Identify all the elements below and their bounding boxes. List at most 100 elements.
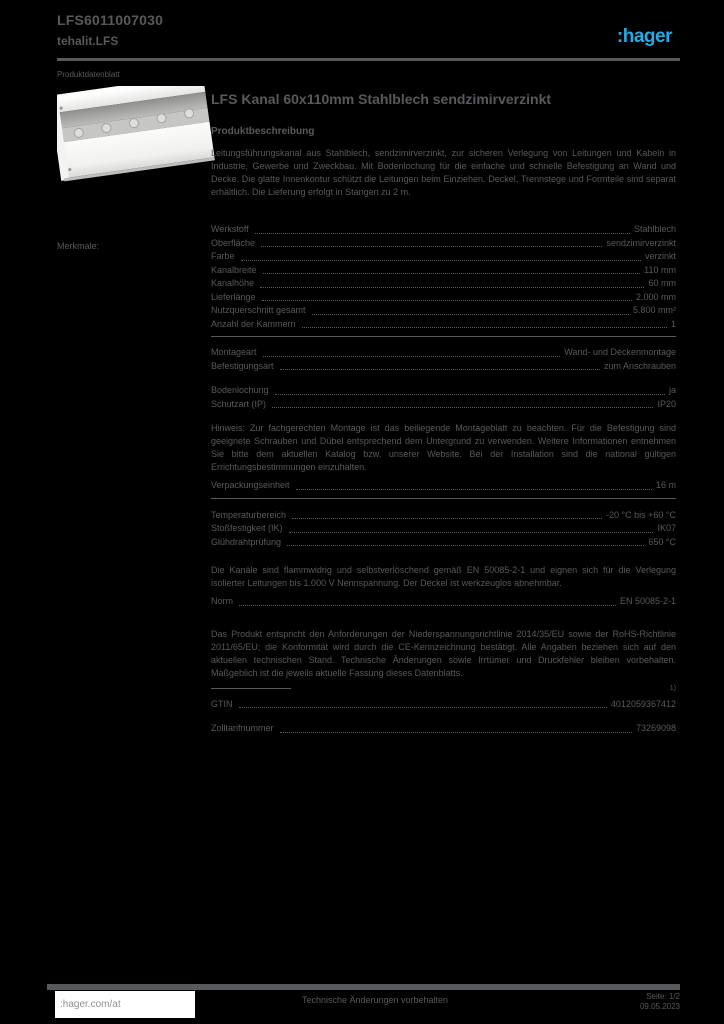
spec-row: Oberfläche sendzimirverzinkt xyxy=(211,237,676,251)
spec-note: Die Kanäle sind flammwidrig und selbstve… xyxy=(211,565,676,588)
spec-label: Bodenlochung xyxy=(211,385,269,395)
footer-page-info: Seite: 1/2 09.05.2023 xyxy=(640,992,680,1012)
spacer xyxy=(211,711,676,722)
spec-row: Schutzart (IP) IP20 xyxy=(211,398,676,412)
spec-row: Bodenlochung ja xyxy=(211,384,676,398)
spec-value: zum Anschrauben xyxy=(603,360,676,371)
footer-disclaimer: Technische Änderungen vorbehalten xyxy=(301,995,449,1005)
trunking-body xyxy=(57,86,215,182)
spec-value: 2.000 mm xyxy=(635,291,676,302)
short-separator xyxy=(211,687,291,689)
dotted-leader xyxy=(301,326,667,328)
dotted-leader xyxy=(295,488,652,490)
spec-value: IP20 xyxy=(657,398,676,409)
spec-value: 5.800 mm² xyxy=(632,305,676,315)
spec-label: GTIN xyxy=(211,698,233,709)
dotted-leader xyxy=(261,299,632,301)
hager-logo: :hager xyxy=(616,26,673,47)
spacer xyxy=(211,373,676,384)
dotted-leader xyxy=(287,544,645,546)
spec-value: sendzimirverzinkt xyxy=(606,237,676,248)
spec-value: 60 mm xyxy=(648,278,676,288)
dotted-leader xyxy=(279,731,632,733)
spec-value: IK07 xyxy=(657,523,676,533)
spec-label: Verpackungseinheit xyxy=(211,480,290,490)
spec-label: Werkstoff xyxy=(211,224,249,234)
spacer xyxy=(211,549,676,559)
dotted-leader xyxy=(238,706,607,708)
spec-label: Kanalhöhe xyxy=(211,278,255,288)
footer-bar xyxy=(47,984,680,990)
spec-row: Befestigungsart zum Anschrauben xyxy=(211,360,676,374)
product-title: LFS Kanal 60x110mm Stahlblech sendzimirv… xyxy=(211,91,552,107)
spec-label: Kanalbreite xyxy=(211,264,257,275)
spec-value: 73269098 xyxy=(635,723,676,733)
dotted-leader xyxy=(292,517,603,519)
spec-row: Glühdrahtprüfung 650 °C xyxy=(211,536,676,550)
spec-row: Kanalbreite 110 mm xyxy=(211,264,676,278)
spec-label: Temperaturbereich xyxy=(211,509,287,520)
description-heading: Produktbeschreibung xyxy=(211,126,315,137)
dotted-leader xyxy=(261,245,603,247)
spec-note: Das Produkt entspricht den Anforderungen… xyxy=(211,628,676,678)
product-family: tehalit.LFS xyxy=(57,34,119,48)
dotted-leader xyxy=(274,393,665,395)
spec-label: Oberfläche xyxy=(211,237,256,248)
dotted-leader xyxy=(254,232,630,234)
spec-value: 650 °C xyxy=(648,536,676,547)
dotted-leader xyxy=(260,286,645,288)
dotted-leader xyxy=(272,406,654,408)
spacer xyxy=(211,411,676,417)
spec-label: Befestigungsart xyxy=(211,360,274,371)
dotted-leader xyxy=(288,531,654,533)
dotted-leader xyxy=(279,368,600,370)
spec-value: EN 50085-2-1 xyxy=(619,596,676,606)
header-divider xyxy=(57,58,680,61)
footnote-line: 1) xyxy=(211,685,676,692)
dotted-leader xyxy=(262,355,561,357)
product-description: Leitungsführungskanal aus Stahlblech, se… xyxy=(211,148,676,197)
spacer xyxy=(211,609,676,623)
separator-line xyxy=(211,497,676,499)
spec-value: 110 mm xyxy=(644,264,676,275)
spec-label: Norm xyxy=(211,596,233,606)
spec-value: verzinkt xyxy=(644,251,676,261)
spec-label: Montageart xyxy=(211,347,257,357)
website-box: :hager.com/at xyxy=(55,991,195,1018)
spec-value: ja xyxy=(668,385,676,395)
spec-row: Verpackungseinheit 16 m xyxy=(211,479,676,493)
side-label-merkmale: Merkmale: xyxy=(57,241,100,251)
main-column: LFS Kanal 60x110mm Stahlblech sendzimirv… xyxy=(211,90,676,736)
spec-row: Farbe verzinkt xyxy=(211,250,676,264)
spec-value: 1 xyxy=(670,318,676,329)
footer-page-number: Seite: 1/2 xyxy=(646,992,680,1001)
spec-row: Norm EN 50085-2-1 xyxy=(211,595,676,609)
separator-line xyxy=(211,336,676,337)
spec-note: Hinweis: Zur fachgerechten Montage ist d… xyxy=(211,423,676,472)
spec-value: 16 m xyxy=(655,480,676,490)
dotted-leader xyxy=(239,604,616,606)
spec-label: Glühdrahtprüfung xyxy=(211,536,282,547)
spec-label: Farbe xyxy=(211,251,235,261)
footer-date: 09.05.2023 xyxy=(639,1002,680,1011)
spec-row: Stoßfestigkeit (IK)IK07 xyxy=(211,522,676,536)
product-photo xyxy=(57,86,215,182)
spec-value: Wand- und Deckenmontage xyxy=(564,347,676,357)
article-reference: LFS6011007030 xyxy=(57,12,164,28)
spec-row: Temperaturbereich-20 °C bis +60 °C xyxy=(211,509,676,523)
website-link[interactable]: :hager.com/at xyxy=(60,999,121,1010)
spec-row: Montageart Wand- und Deckenmontage xyxy=(211,346,676,360)
dotted-leader xyxy=(240,259,641,261)
spec-label: Schutzart (IP) xyxy=(211,398,267,409)
dotted-leader xyxy=(311,313,629,315)
footnote-mark: 1) xyxy=(669,684,676,692)
spec-label: Lieferlänge xyxy=(211,291,256,302)
dotted-leader xyxy=(262,272,641,274)
